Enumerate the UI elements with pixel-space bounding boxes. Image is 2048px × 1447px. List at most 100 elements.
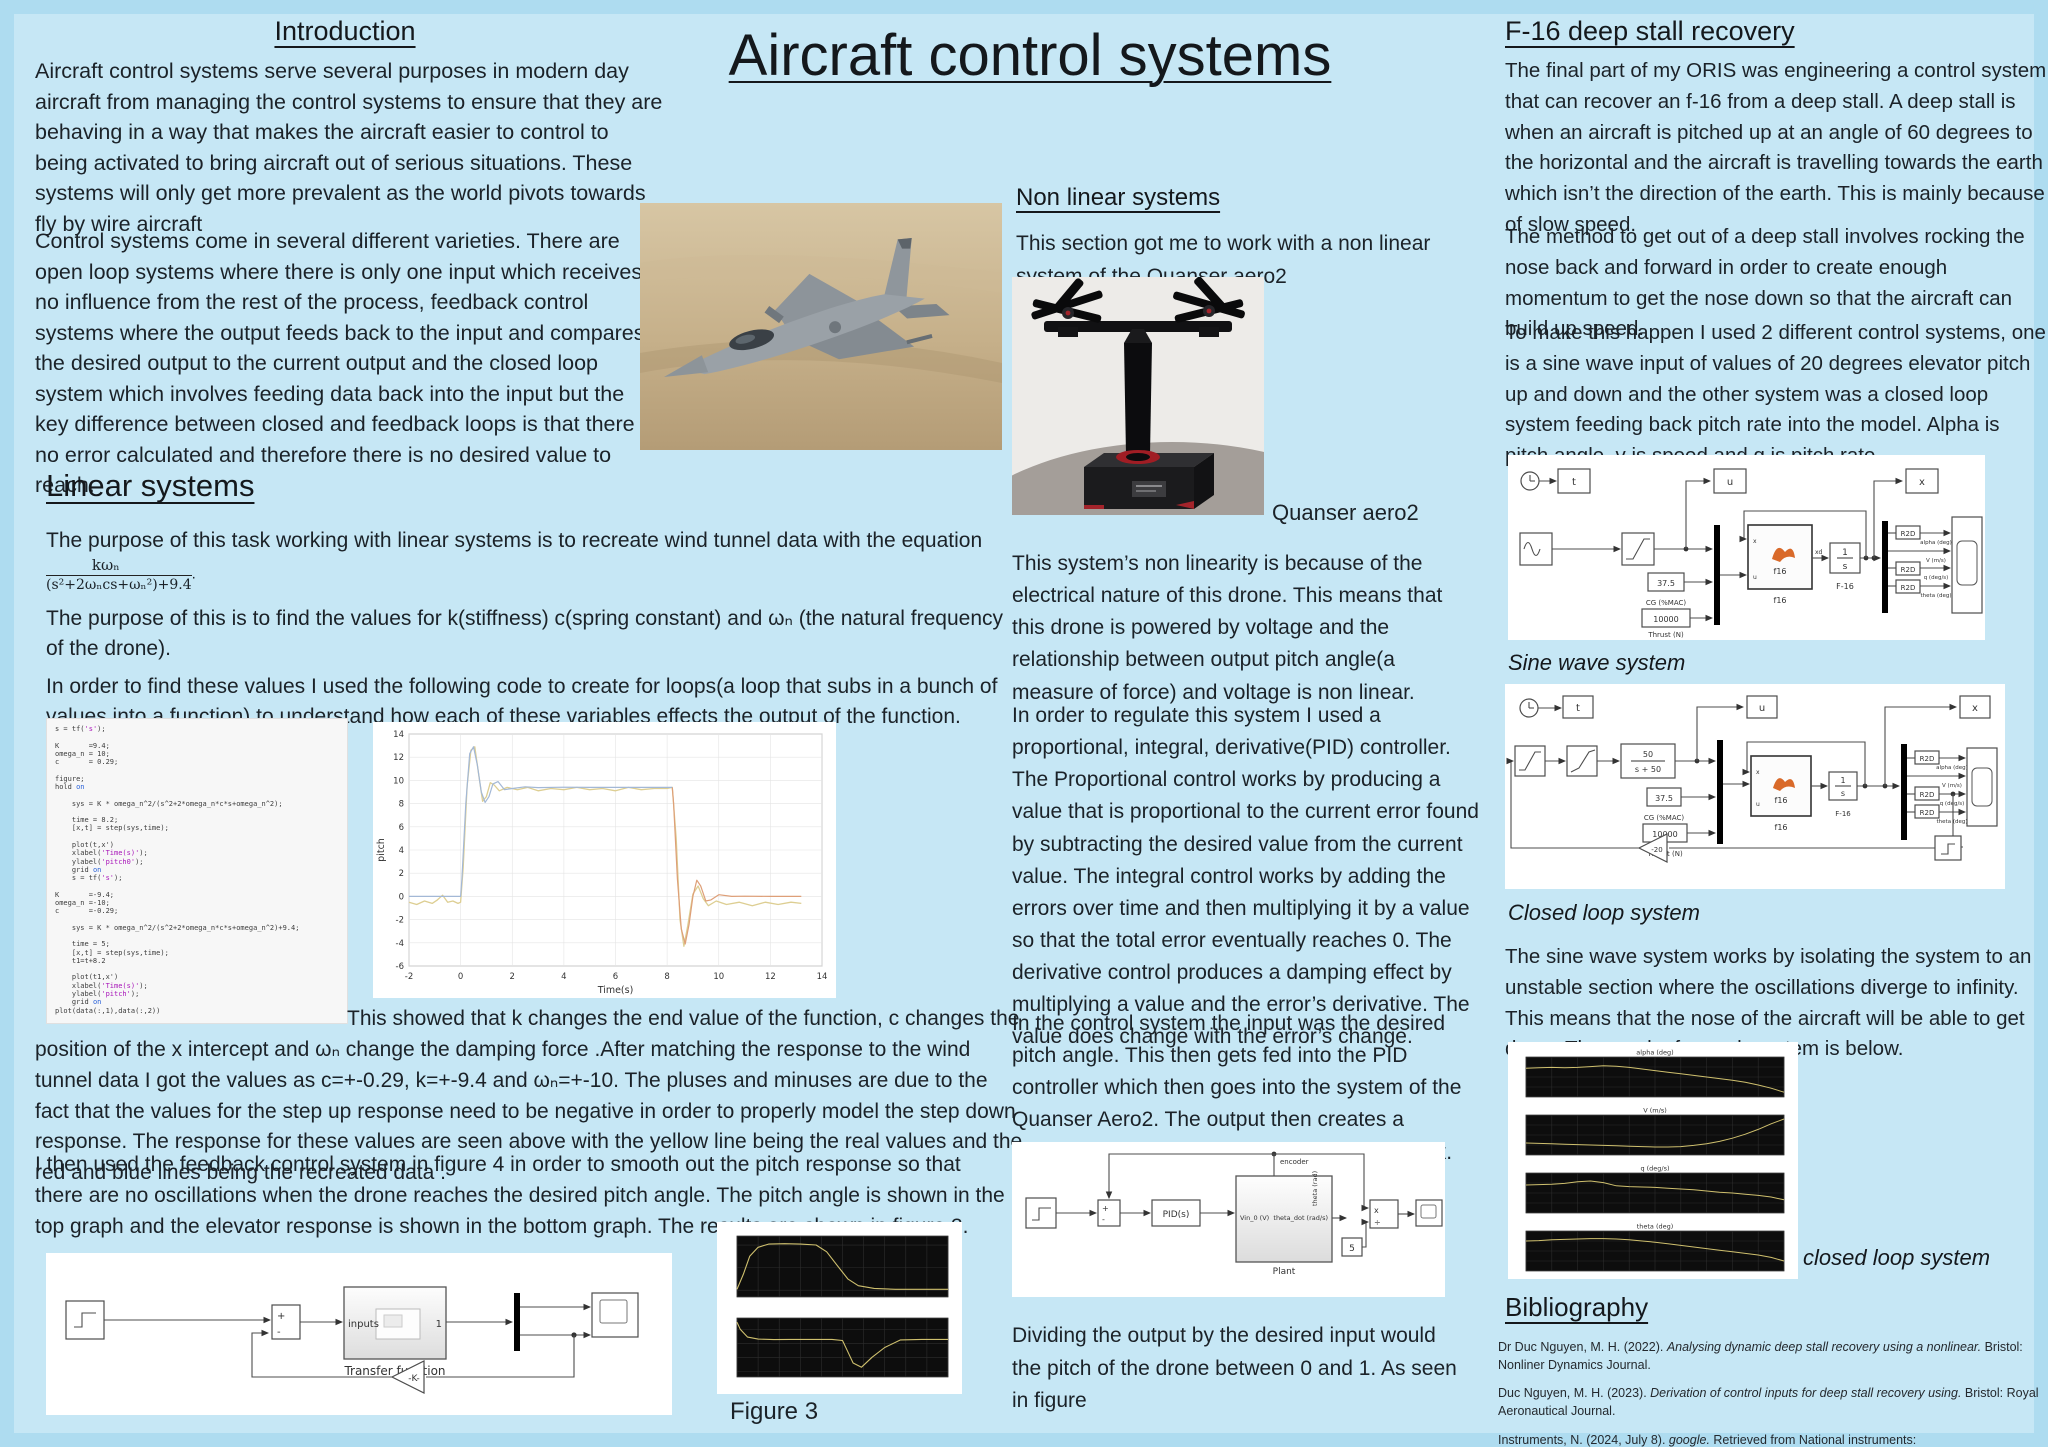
thrust-label: Thrust (N) [1647, 631, 1684, 639]
ref-source: Retrieved from National instruments: htt… [1713, 1432, 1917, 1447]
svg-text:alpha (deg): alpha (deg) [1920, 540, 1952, 546]
svg-text:-6: -6 [396, 962, 404, 972]
svg-text:14: 14 [393, 730, 404, 740]
svg-text:x: x [1972, 703, 1978, 714]
closed-loop-alpha-plot: alpha (deg) [1516, 1048, 1788, 1100]
figure3-pitch-plot [727, 1231, 952, 1303]
linear-paragraph-2: The purpose of this is to find the value… [46, 607, 1004, 661]
svg-text:2: 2 [510, 972, 515, 982]
svg-text:+: + [1102, 1204, 1109, 1213]
svg-text:s: s [1841, 789, 1845, 798]
svg-text:-: - [1102, 1215, 1105, 1224]
svg-text:6: 6 [399, 823, 404, 833]
ref-source: Bristol: Royal Aeronautical Journal. [1498, 1386, 2039, 1419]
svg-text:R2D: R2D [1901, 530, 1916, 538]
x-out-block [1959, 695, 1991, 719]
gain-block [390, 1360, 425, 1394]
svg-text:V (m/s): V (m/s) [1643, 1107, 1667, 1115]
closed-loop-system-diagram: t u x 50 s + 50 37.5 CG (%MAC) 10000 [1505, 684, 2005, 889]
t-out-block [1562, 695, 1594, 719]
svg-text:-: - [277, 1327, 281, 1338]
quanser-device [1031, 276, 1245, 509]
svg-text:10: 10 [393, 776, 404, 786]
u-out-block [1713, 468, 1747, 494]
ref-authors: Instruments, N. (2024, July 8). [1498, 1432, 1669, 1447]
f16-paragraph-1: The final part of my ORIS was engineerin… [1505, 59, 2047, 236]
svg-text:theta (deg): theta (deg) [1637, 1223, 1674, 1231]
f16-paragraph-3: To make this happen I used 2 different c… [1505, 321, 2046, 467]
svg-text:1: 1 [1842, 548, 1848, 558]
svg-text:Time(s): Time(s) [597, 985, 634, 996]
plant-caption: Plant [1273, 1267, 1296, 1277]
linear-paragraph-1: The purpose of this task working with li… [46, 529, 983, 552]
svg-text:theta_dot (rad/s): theta_dot (rad/s) [1273, 1214, 1328, 1222]
step-block [1025, 1197, 1057, 1229]
intro-heading: Introduction [274, 16, 416, 46]
svg-text:u: u [1753, 574, 1757, 581]
closed-loop-theta-plot: theta (deg) [1516, 1222, 1788, 1274]
svg-text:8: 8 [399, 800, 404, 810]
svg-text:u: u [1727, 477, 1733, 488]
demux-bar [1901, 744, 1907, 840]
svg-text:2: 2 [399, 869, 404, 879]
gain-block [1637, 833, 1668, 863]
closed-loop-caption: Closed loop system [1508, 900, 1700, 925]
svg-text:14: 14 [817, 972, 828, 982]
demux-bar [1882, 521, 1888, 613]
svg-text:6: 6 [613, 972, 618, 982]
ref-authors: Duc Nguyen, M. H. (2023). [1498, 1386, 1651, 1401]
u-out-block [1746, 695, 1778, 719]
svg-text:-20: -20 [1651, 846, 1662, 854]
svg-text:-2: -2 [396, 916, 404, 926]
svg-text:inputs: inputs [348, 1319, 379, 1330]
svg-text:12: 12 [765, 972, 776, 982]
intro-paragraph-1: Aircraft control systems serve several p… [35, 59, 663, 236]
svg-text:1: 1 [1840, 776, 1845, 785]
equation-denominator: (s²+2ωₙcs+ωₙ²)+9.4 [46, 575, 192, 593]
integrator-block [1828, 771, 1858, 801]
ref-authors: Dr Duc Nguyen, M. H. (2022). [1498, 1340, 1667, 1354]
svg-text:x: x [1753, 538, 1757, 545]
nonlinear-paragraph-4: Dividing the output by the desired input… [1012, 1324, 1457, 1413]
quanser-photo [937, 276, 1407, 692]
svg-text:pitch: pitch [376, 838, 387, 862]
figure4-feedback-diagram: + - inputs 1 Transfer function -K- [46, 1253, 672, 1415]
bibliography-heading: Bibliography [1505, 1292, 1649, 1322]
svg-text:R2D: R2D [1920, 809, 1935, 817]
matlab-code: s = tf('s'); K =9.4; omega_n = 10; c = 0… [55, 725, 300, 1015]
f16-heading: F-16 deep stall recovery [1505, 16, 1795, 46]
mux-bar [1714, 525, 1720, 625]
matlab-logo [1772, 547, 1795, 562]
svg-text:x: x [1919, 477, 1925, 488]
nonlinear-paragraph-2: In order to regulate this system I used … [1012, 704, 1479, 1049]
figure3-caption: Figure 3 [730, 1398, 819, 1425]
sine-wave-system-diagram: t u x 37.5 CG (%MAC) 10000 Thrust (N) x [1508, 455, 1985, 640]
svg-text:37.5: 37.5 [1655, 794, 1673, 803]
sum-block [271, 1304, 301, 1340]
svg-text:0: 0 [458, 972, 463, 982]
svg-text:q (deg/s): q (deg/s) [1940, 801, 1965, 807]
ref-title: Derivation of control inputs for deep st… [1650, 1386, 1962, 1401]
svg-text:f16: f16 [1775, 823, 1788, 832]
svg-text:t: t [1572, 477, 1576, 488]
svg-text:q (deg/s): q (deg/s) [1640, 1165, 1669, 1173]
svg-text:-2: -2 [405, 972, 413, 982]
plant-block [1235, 1175, 1333, 1263]
sine-wave-block [1519, 532, 1553, 566]
svg-text:alpha (deg): alpha (deg) [1936, 765, 1968, 771]
svg-text:s: s [1843, 562, 1848, 572]
ref-title: Analysing dynamic deep stall recovery us… [1666, 1340, 1982, 1354]
svg-text:F-16: F-16 [1835, 810, 1851, 818]
svg-text:1: 1 [436, 1319, 442, 1330]
f16-photo-illustration [640, 203, 1002, 450]
svg-text:x: x [1374, 1206, 1379, 1215]
svg-text:CG (%MAC): CG (%MAC) [1644, 814, 1685, 822]
cg-label: CG (%MAC) [1646, 599, 1687, 607]
svg-text:+: + [277, 1311, 285, 1322]
svg-text:x: x [1756, 769, 1760, 776]
svg-text:f16: f16 [1774, 567, 1787, 576]
svg-text:PID(s): PID(s) [1163, 1210, 1190, 1220]
closed-loop-graphs: alpha (deg) V (m/s) q (deg/s) theta (deg… [1508, 1042, 1798, 1279]
svg-text:Vin_0 (V): Vin_0 (V) [1240, 1214, 1269, 1222]
